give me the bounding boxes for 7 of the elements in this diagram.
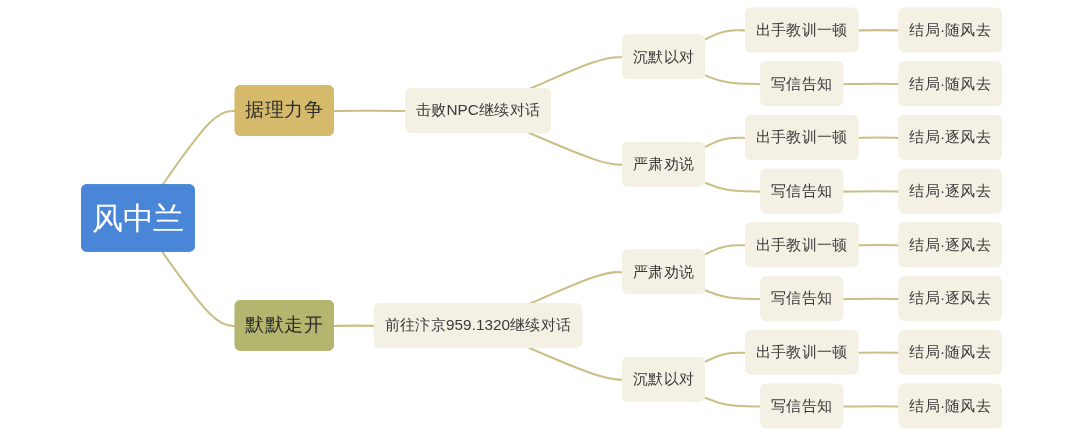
connector	[333, 324, 375, 327]
connector	[161, 109, 236, 186]
connector	[704, 29, 746, 41]
connector	[704, 351, 746, 363]
connector	[704, 244, 746, 256]
connector	[161, 251, 236, 327]
connector	[704, 136, 746, 148]
